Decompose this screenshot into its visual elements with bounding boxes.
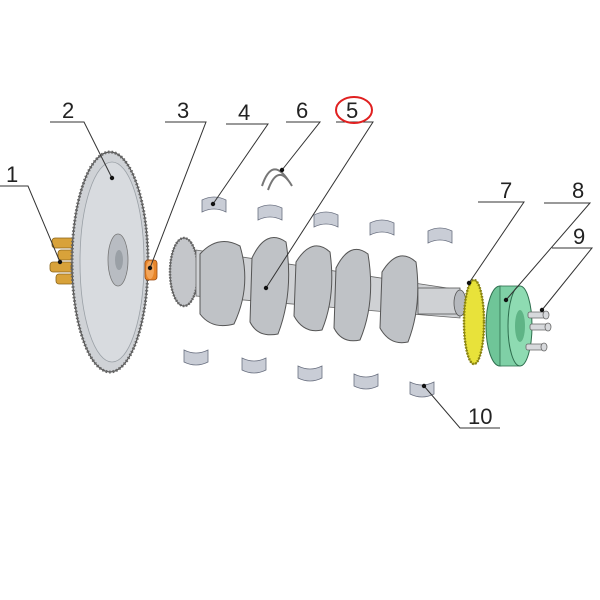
callout-8: 8 <box>572 178 584 203</box>
part-8-pulley <box>485 285 533 367</box>
upper-bearing-shells <box>201 196 453 244</box>
callout-6: 6 <box>296 98 308 123</box>
part-9-pulley-bolts <box>525 310 552 352</box>
callout-numbers: 1 2 3 4 5 6 7 8 9 10 <box>6 98 585 429</box>
callout-1: 1 <box>6 162 18 187</box>
lower-bearing-shells <box>183 349 435 398</box>
callout-4: 4 <box>238 100 250 125</box>
callout-2: 2 <box>62 98 74 123</box>
part-5-crankshaft <box>168 236 467 344</box>
part-6-thrust-washers <box>261 168 293 191</box>
callout-5: 5 <box>346 98 358 123</box>
highlight-ring-5 <box>335 96 373 124</box>
part-3-bushing <box>144 259 158 281</box>
part-7-timing-gear <box>462 278 486 366</box>
callout-9: 9 <box>573 224 585 249</box>
callout-3: 3 <box>177 98 189 123</box>
callout-10: 10 <box>468 404 492 429</box>
callout-7: 7 <box>500 178 512 203</box>
part-2-flywheel <box>70 150 150 374</box>
